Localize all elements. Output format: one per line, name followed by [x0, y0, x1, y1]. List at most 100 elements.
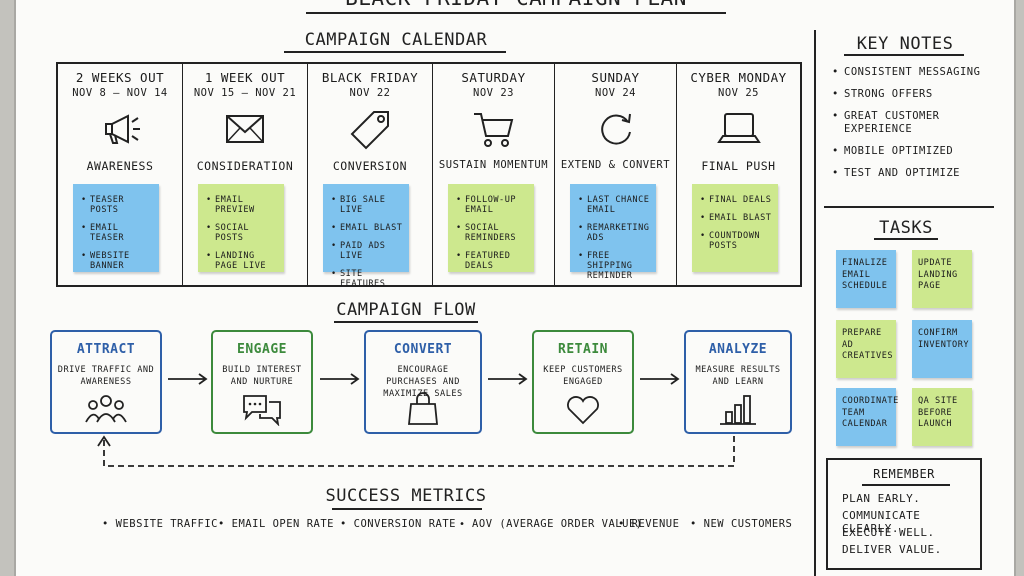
- note-item: BIG SALE LIVE: [331, 195, 403, 215]
- key-note-item: CONSISTENT MESSAGING: [832, 66, 1002, 79]
- flow-step-retain: RETAIN KEEP CUSTOMERS ENGAGED: [532, 330, 634, 434]
- key-note-item: STRONG OFFERS: [832, 88, 1002, 101]
- flow-step-convert: CONVERT ENCOURAGE PURCHASES AND MAXIMIZE…: [364, 330, 482, 434]
- note-item: EMAIL PREVIEW: [206, 195, 278, 215]
- flow-step-desc: MEASURE RESULTS AND LEARN: [695, 365, 781, 387]
- key-notes-underline: [844, 54, 964, 56]
- flow-step-desc: DRIVE TRAFFIC AND AWARENESS: [57, 365, 155, 387]
- task-note: UPDATE LANDING PAGE: [912, 250, 972, 308]
- key-notes-title: KEY NOTES: [856, 34, 954, 54]
- remember-underline: [862, 484, 950, 486]
- sticky-note: FINAL DEALS EMAIL BLAST COUNTDOWN POSTS: [692, 184, 778, 272]
- remember-line: COMMUNICATE CLEARLY.: [842, 509, 921, 535]
- envelope-icon: [226, 115, 264, 143]
- metric-item: • WEBSITE TRAFFIC: [102, 518, 218, 530]
- flow-arrow: [488, 373, 528, 385]
- key-notes-list: CONSISTENT MESSAGING STRONG OFFERS GREAT…: [832, 66, 1002, 189]
- metric-item: • CONVERSION RATE: [340, 518, 456, 530]
- metric-item: • AOV (AVERAGE ORDER VALUE): [459, 518, 643, 530]
- flow-step-title: ATTRACT: [76, 342, 136, 357]
- column-label: CONSIDERATION: [196, 159, 294, 173]
- note-item: TEASER POSTS: [81, 195, 153, 215]
- key-note-item: GREAT CUSTOMER EXPERIENCE: [832, 110, 1002, 136]
- tasks-underline: [874, 238, 938, 240]
- column-phase: SUNDAY: [591, 70, 640, 85]
- board-title: BLACK FRIDAY CAMPAIGN PLAN: [256, 0, 776, 10]
- note-item: LANDING PAGE LIVE: [206, 251, 278, 271]
- sticky-note: LAST CHANCE EMAIL REMARKETING ADS FREE S…: [570, 184, 656, 281]
- remember-box: REMEMBER PLAN EARLY. COMMUNICATE CLEARLY…: [826, 458, 982, 570]
- note-item: EMAIL TEASER: [81, 223, 153, 243]
- flow-step-title: RETAIN: [558, 342, 608, 357]
- note-item: FEATURED DEALS: [456, 251, 528, 271]
- metric-item: • REVENUE: [618, 518, 680, 530]
- calendar-column-black-friday: BLACK FRIDAY NOV 22 CONVERSION BIG SALE …: [308, 64, 433, 289]
- sticky-note: FOLLOW-UP EMAIL SOCIAL REMINDERS FEATURE…: [448, 184, 534, 272]
- flow-step-title: CONVERT: [393, 342, 453, 357]
- flow-step-title: ENGAGE: [237, 342, 287, 357]
- note-item: SOCIAL POSTS: [206, 223, 278, 243]
- calendar-column-2-weeks-out: 2 WEEKS OUT NOV 8 – NOV 14 AWARENESS TEA…: [58, 64, 183, 285]
- flow-title-underline: [334, 321, 478, 323]
- task-note: FINALIZE EMAIL SCHEDULE: [836, 250, 896, 308]
- column-label: SUSTAIN MOMENTUM: [438, 159, 549, 171]
- right-panel-divider: [814, 30, 816, 576]
- metrics-title-underline: [332, 508, 482, 510]
- column-dates: NOV 8 – NOV 14: [72, 87, 168, 99]
- calendar-column-cyber-monday: CYBER MONDAY NOV 25 FINAL PUSH FINAL DEA…: [677, 64, 800, 285]
- tasks-title: TASKS: [879, 218, 933, 238]
- flow-step-engage: ENGAGE BUILD INTEREST AND NURTURE: [211, 330, 313, 434]
- megaphone-icon: [105, 114, 140, 144]
- column-phase: CYBER MONDAY: [690, 70, 787, 85]
- column-label: AWARENESS: [86, 159, 154, 173]
- note-item: REMARKETING ADS: [578, 223, 650, 243]
- flow-arrow: [168, 373, 208, 385]
- calendar-column-sunday: SUNDAY NOV 24 EXTEND & CONVERT LAST CHAN…: [555, 64, 677, 285]
- chat-bubbles-icon: [243, 395, 281, 426]
- column-dates: NOV 15 – NOV 21: [193, 87, 297, 99]
- sticky-note: BIG SALE LIVE EMAIL BLAST PAID ADS LIVE …: [323, 184, 409, 289]
- note-item: FOLLOW-UP EMAIL: [456, 195, 528, 215]
- column-dates: NOV 25: [718, 87, 759, 99]
- column-dates: NOV 22: [349, 87, 391, 99]
- note-item: PAID ADS LIVE: [331, 241, 403, 261]
- shopping-cart-icon: [473, 113, 513, 147]
- whiteboard: BLACK FRIDAY CAMPAIGN PLAN CAMPAIGN CALE…: [14, 0, 1016, 576]
- bar-chart-icon: [720, 395, 756, 425]
- calendar-title-underline: [284, 51, 506, 53]
- calendar-column-1-week-out: 1 WEEK OUT NOV 15 – NOV 21 CONSIDERATION…: [183, 64, 308, 285]
- note-item: EMAIL BLAST: [700, 213, 772, 223]
- note-item: FREE SHIPPING REMINDER: [578, 251, 650, 281]
- metrics-list: • WEBSITE TRAFFIC • EMAIL OPEN RATE • CO…: [56, 518, 802, 536]
- column-phase: BLACK FRIDAY: [321, 70, 419, 85]
- remember-line: EXECUTE WELL.: [842, 526, 935, 539]
- task-note: CONFIRM INVENTORY: [912, 320, 972, 378]
- note-item: SITE FEATURES: [331, 269, 403, 289]
- campaign-calendar: 2 WEEKS OUT NOV 8 – NOV 14 AWARENESS TEA…: [56, 62, 802, 289]
- metric-item: • EMAIL OPEN RATE: [218, 518, 334, 530]
- sticky-note: EMAIL PREVIEW SOCIAL POSTS LANDING PAGE …: [198, 184, 284, 272]
- remember-line: PLAN EARLY.: [842, 492, 921, 505]
- metrics-title: SUCCESS METRICS: [325, 486, 487, 506]
- metric-item: • NEW CUSTOMERS: [690, 518, 793, 530]
- column-dates: NOV 23: [473, 87, 514, 99]
- remember-title: REMEMBER: [873, 467, 935, 481]
- laptop-icon: [716, 113, 761, 143]
- note-item: FINAL DEALS: [700, 195, 772, 205]
- task-note: PREPARE AD CREATIVES: [836, 320, 896, 378]
- column-label: EXTEND & CONVERT: [560, 159, 671, 171]
- flow-title: CAMPAIGN FLOW: [336, 300, 476, 320]
- heart-icon: [567, 396, 599, 425]
- note-item: EMAIL BLAST: [331, 223, 403, 233]
- flow-step-attract: ATTRACT DRIVE TRAFFIC AND AWARENESS: [50, 330, 162, 434]
- flow-step-desc: ENCOURAGE PURCHASES AND MAXIMIZE SALES: [383, 365, 463, 399]
- note-item: SOCIAL REMINDERS: [456, 223, 528, 243]
- key-note-item: MOBILE OPTIMIZED: [832, 145, 1002, 158]
- price-tag-icon: [350, 111, 389, 150]
- column-phase: 2 WEEKS OUT: [75, 70, 165, 85]
- right-section-divider: [824, 206, 994, 208]
- flow-step-title: ANALYZE: [708, 342, 768, 357]
- flow-step-analyze: ANALYZE MEASURE RESULTS AND LEARN: [684, 330, 792, 434]
- feedback-loop-arrow: [97, 435, 735, 467]
